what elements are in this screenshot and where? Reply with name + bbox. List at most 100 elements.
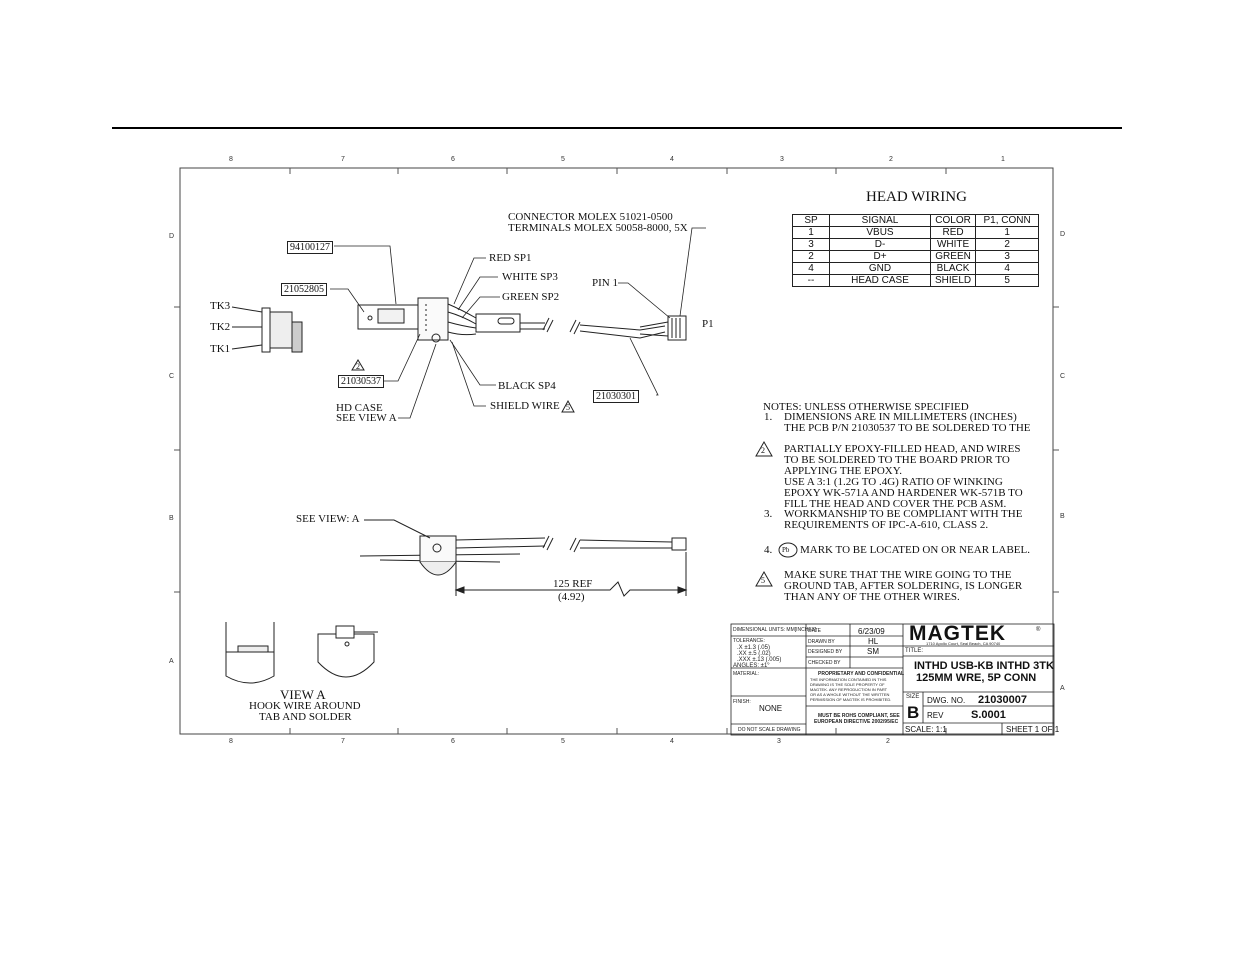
table-header: SP [792, 214, 830, 227]
note-text: EPOXY WK-571A AND HARDENER WK-571B TO [784, 487, 1023, 499]
title-label: TITLE: [905, 648, 924, 654]
magtek-logo: MAGTEK [909, 622, 1006, 645]
flag-2-label: 2 [356, 362, 360, 371]
note-number: 5 [761, 576, 765, 585]
zone-col-4: 4 [670, 156, 674, 163]
zone-col-3: 3 [780, 156, 784, 163]
table-header: SIGNAL [829, 214, 931, 227]
part-number-box: 21030301 [593, 390, 639, 403]
see-view-a-label: SEE VIEW A [336, 412, 397, 424]
proprietary-text: MAGTEK. ANY REPRODUCTION IN PART [810, 687, 888, 692]
zone-col-2: 2 [889, 156, 893, 163]
rohs-text: EUROPEAN DIRECTIVE 2002/95/EC [814, 719, 899, 725]
tolerance-label: TOLERANCE: [733, 638, 765, 644]
date-value: 6/23/09 [858, 627, 885, 636]
flag-5-label: 5 [566, 403, 570, 412]
note-text: FILL THE HEAD AND COVER THE PCB ASM. [784, 498, 1007, 510]
note-text: THAN ANY OF THE OTHER WIRES. [784, 591, 960, 603]
angles-label: ANGLES: ±1° [733, 663, 770, 669]
material-label: MATERIAL: [733, 671, 760, 677]
dwg-no-label: DWG. NO. [927, 696, 966, 705]
ref-length-inch-label: (4.92) [558, 591, 585, 603]
note-text: WORKMANSHIP TO BE COMPLIANT WITH THE [784, 508, 1023, 520]
rev-label: REV [927, 711, 944, 720]
tk2-label: TK2 [210, 321, 231, 333]
size-value: B [907, 703, 920, 722]
zone-row-a-right: A [1060, 685, 1065, 692]
white-sp3-label: WHITE SP3 [502, 271, 558, 283]
do-not-scale-label: DO NOT SCALE DRAWING [738, 727, 801, 733]
tolerance-x: .X ±1.3 (.05) [737, 645, 770, 651]
scale-label: SCALE: 1:1 [905, 725, 947, 734]
zone-col-7-bottom: 7 [341, 738, 345, 745]
part-number-box: 21052805 [281, 283, 327, 296]
connector-label: CONNECTOR MOLEX 51021-0500 [508, 211, 673, 223]
note-text: PARTIALLY EPOXY-FILLED HEAD, AND WIRES [784, 443, 1021, 455]
zone-row-c: C [169, 373, 175, 380]
zone-row-b-right: B [1060, 513, 1065, 520]
pcb-assembly-drawing [357, 297, 687, 343]
proprietary-text: THE INFORMATION CONTAINED IN THIS [810, 677, 887, 682]
green-sp2-label: GREEN SP2 [502, 291, 560, 303]
zone-col-8-bottom: 8 [229, 738, 233, 745]
terminals-label: TERMINALS MOLEX 50058-8000, 5X [508, 222, 688, 234]
head-assembly-drawing [231, 306, 303, 353]
note-text: GROUND TAB, AFTER SOLDERING, IS LONGER [784, 580, 1023, 592]
tk3-label: TK3 [210, 300, 231, 312]
date-label: DATE [808, 628, 821, 634]
table-cell: 4 [975, 262, 1040, 275]
rohs-text: MUST BE ROHS COMPLIANT, SEE [818, 713, 900, 719]
table-cell: D+ [829, 250, 931, 263]
table-cell: HEAD CASE [829, 274, 931, 287]
pin1-label: PIN 1 [592, 277, 618, 289]
notes-title: NOTES: UNLESS OTHERWISE SPECIFIED [763, 401, 969, 413]
table-header: COLOR [929, 214, 977, 227]
view-a-line2: HOOK WIRE AROUND [249, 700, 361, 712]
zone-col-6-bottom: 6 [451, 738, 455, 745]
zone-row-a: A [169, 658, 174, 665]
note-text: REQUIREMENTS OF IPC-A-610, CLASS 2. [784, 519, 989, 531]
tolerance-xx: .XX ±.5 (.02) [737, 651, 771, 657]
note-text: MARK TO BE LOCATED ON OR NEAR LABEL. [800, 544, 1030, 556]
zone-col-1: 1 [1001, 156, 1005, 163]
zone-col-2-bottom: 2 [886, 738, 890, 745]
proprietary-title: PROPRIETARY AND CONFIDENTIAL [818, 671, 905, 677]
note-text: USE A 3:1 (1.2G TO .4G) RATIO OF WINKING [784, 476, 1003, 488]
table-cell: D- [829, 238, 931, 251]
table-cell: 1 [792, 226, 830, 239]
zone-row-d: D [169, 233, 175, 240]
table-cell: GREEN [929, 250, 977, 263]
table-cell: 5 [975, 274, 1040, 287]
finish-label: FINISH: [733, 699, 751, 705]
table-cell: BLACK [929, 262, 977, 275]
designed-by-label: DESIGNED BY [808, 649, 843, 655]
table-cell: VBUS [829, 226, 931, 239]
tolerance-xxx: .XXX ±.13 (.005) [737, 657, 782, 663]
head-wiring-title: HEAD WIRING [866, 189, 967, 205]
proprietary-text: PERMISSION OF MAGTEK IS PROHIBITED. [810, 697, 892, 702]
view-a-title: VIEW A [280, 687, 326, 702]
note-text: MAKE SURE THAT THE WIRE GOING TO THE [784, 569, 1012, 581]
tk1-label: TK1 [210, 343, 231, 355]
view-a-detail [225, 622, 378, 684]
table-header: P1, CONN [975, 214, 1040, 227]
note-number: 1. [764, 411, 773, 423]
checked-by-label: CHECKED BY [808, 660, 841, 666]
zone-col-6: 6 [451, 156, 455, 163]
view-a-line3: TAB AND SOLDER [259, 711, 352, 723]
header-rule [112, 127, 1122, 129]
size-label: SIZE [906, 694, 920, 700]
table-cell: 1 [975, 226, 1040, 239]
drawing-title-line2: 125MM WRE, 5P CONN [916, 672, 1037, 684]
magtek-address: 1710 Apollo Court, Seal Beach, CA 90740 [926, 641, 1001, 646]
registered-mark: ® [1036, 627, 1041, 633]
note-text: TO BE SOLDERED TO THE BOARD PRIOR TO [784, 454, 1010, 466]
zone-col-7: 7 [341, 156, 345, 163]
